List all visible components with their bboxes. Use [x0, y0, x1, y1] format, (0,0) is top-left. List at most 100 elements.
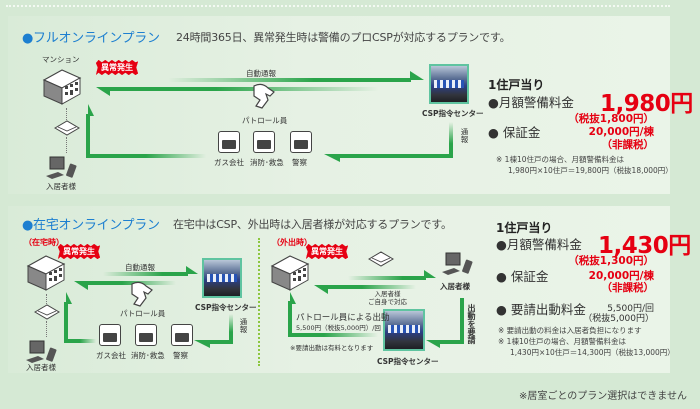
full-plan-title: ●フルオンラインプラン: [22, 31, 160, 46]
full-online-plan-panel: ●フルオンラインプラン 24時間365日、異常発生時は警備のプロCSPが対応する…: [8, 16, 693, 194]
building-icon: [270, 255, 310, 291]
building-icon: [26, 255, 66, 291]
home-plan-title: ●在宅オンラインプラン: [22, 218, 160, 233]
arrow-head-left-icon: [96, 87, 110, 96]
resident-label: 入居者様: [26, 363, 56, 372]
deposit-label: ● 保証金: [496, 269, 549, 284]
csp-center-image: [202, 258, 242, 298]
csp-center-label: CSP指令センター: [195, 303, 257, 312]
dispatch-fee-tax-excl: （税抜5,000円）: [583, 314, 654, 324]
dispatch-fee-price: 5,500円/回: [607, 304, 654, 314]
pricing-note: ※ 要請出動の料金は入居者負担になります: [498, 326, 642, 335]
request-dispatch-arrow: [438, 340, 464, 344]
service-return-arrow: [64, 339, 96, 343]
deposit-price: 20,000円/棟: [588, 270, 654, 282]
gas-company-icon: [99, 324, 121, 346]
pc-smartphone-icon: [26, 340, 57, 363]
patrol-dispatch-arrow: [108, 87, 378, 91]
per-unit-label: 1住戸当り: [488, 78, 545, 92]
report-label: 通報: [460, 128, 469, 143]
deposit-label: ● 保証金: [488, 125, 541, 140]
patrol-dispatch-arrow: [288, 333, 378, 337]
alarm-badge: 異常発生: [96, 60, 138, 75]
arrow-head-left-icon: [426, 340, 440, 348]
csp-center-label: CSP指令センター: [377, 357, 439, 366]
csp-center-label: CSP指令センター: [422, 109, 484, 118]
dispatch-fee-label: ● 要請出動料金: [496, 302, 586, 317]
police-car-icon: [290, 131, 312, 153]
alarm-badge: 異常発生: [58, 244, 100, 259]
report-arrow: [208, 340, 233, 344]
dispatch-note: ※要請出動は有料となります: [290, 344, 374, 352]
csp-center-image: [429, 64, 469, 104]
monthly-fee-price: 1,980円: [600, 91, 693, 117]
pricing-note: ※ 1棟10住戸の場合、月額警備料金は: [496, 155, 624, 164]
patrol-dispatch-price: 5,500円（税抜5,000円）/回: [296, 324, 381, 332]
arrow-head-left-icon: [74, 281, 88, 290]
self-response-line: 入居者様: [374, 290, 401, 298]
pricing-note: 1,980円×10住戸＝19,800円（税抜18,000円）: [508, 166, 673, 175]
pricing-note: ※ 1棟10住戸の場合、月額警備料金は: [498, 337, 626, 346]
connection-line: [46, 294, 47, 304]
request-dispatch-line: [460, 298, 464, 344]
request-dispatch-label: 出動を要請: [467, 304, 476, 344]
arrow-head-left-icon: [314, 285, 328, 294]
resident-label: 入居者様: [440, 282, 470, 291]
monthly-fee-label: ●月額警備料金: [496, 237, 582, 252]
connection-line: [66, 137, 67, 153]
patrol-label: パトロール員: [120, 309, 166, 318]
full-plan-description: 24時間365日、異常発生時は警備のプロCSPが対応するプランです。: [176, 31, 511, 44]
arrow-head-right-icon: [410, 71, 424, 80]
service-label: ガス会社: [214, 158, 244, 167]
auto-report-label: 自動通報: [125, 263, 155, 272]
service-return-arrow: [86, 154, 206, 158]
per-unit-label: 1住戸当り: [496, 221, 553, 235]
deposit-tax: （非課税）: [601, 282, 655, 294]
monthly-fee-label: ●月額警備料金: [488, 95, 574, 110]
arrow-head-up-icon: [88, 104, 94, 116]
resident-label: 入居者様: [46, 182, 76, 191]
arrow-head-left-icon: [324, 154, 340, 162]
pricing-note: 1,430円×10住戸＝14,300円（税抜13,000円）: [510, 348, 675, 357]
arrow-head-right-icon: [424, 270, 436, 278]
patrol-dispatch-line: [288, 301, 292, 337]
building-label: マンション: [42, 55, 80, 64]
footer-note: ※居室ごとのプラン選択はできません: [519, 391, 687, 402]
home-online-plan-panel: ●在宅オンラインプラン 在宅中はCSP、外出時は入居者様が対応するプランです。 …: [8, 206, 691, 373]
self-response-line: ご自身で対応: [368, 298, 407, 306]
arrow-head-up-icon: [66, 292, 72, 304]
report-arrow: [338, 154, 453, 158]
report-label: 通報: [239, 318, 248, 333]
report-line: [229, 314, 233, 344]
arrow-head-right-icon: [186, 266, 198, 274]
service-return-line: [86, 114, 90, 158]
pc-smartphone-icon: [442, 252, 473, 275]
gas-company-icon: [218, 131, 240, 153]
csp-center-image: [383, 309, 425, 351]
police-car-icon: [171, 324, 193, 346]
self-response-arrow: [326, 285, 416, 289]
notify-resident-arrow: [348, 276, 426, 280]
monthly-fee-tax-excl: （税抜1,800円）: [568, 113, 654, 125]
top-dotted-divider: [6, 5, 670, 7]
patrol-runner-icon: [253, 83, 275, 109]
fire-truck-icon: [135, 324, 157, 346]
deposit-tax: （非課税）: [601, 139, 655, 151]
arrow-head-left-icon: [194, 340, 210, 348]
envelope-router-icon: [34, 304, 60, 320]
alarm-badge: 異常発生: [306, 244, 348, 259]
pc-smartphone-icon: [46, 156, 77, 179]
monthly-fee-price: 1,430円: [598, 233, 691, 259]
deposit-price: 20,000円/棟: [588, 126, 654, 138]
connection-line: [66, 108, 67, 120]
envelope-router-icon: [368, 251, 394, 267]
monthly-fee-tax-excl: （税抜1,300円）: [568, 255, 654, 267]
patrol-dispatch-label: パトロール員による出動: [296, 313, 390, 323]
envelope-router-icon: [54, 120, 80, 136]
arrow-head-up-icon: [290, 292, 296, 304]
fire-truck-icon: [253, 131, 275, 153]
at-home-tag: （在宅時）: [24, 238, 64, 247]
service-return-line: [64, 302, 68, 343]
service-label: ガス会社: [96, 351, 126, 360]
patrol-runner-icon: [131, 281, 153, 307]
